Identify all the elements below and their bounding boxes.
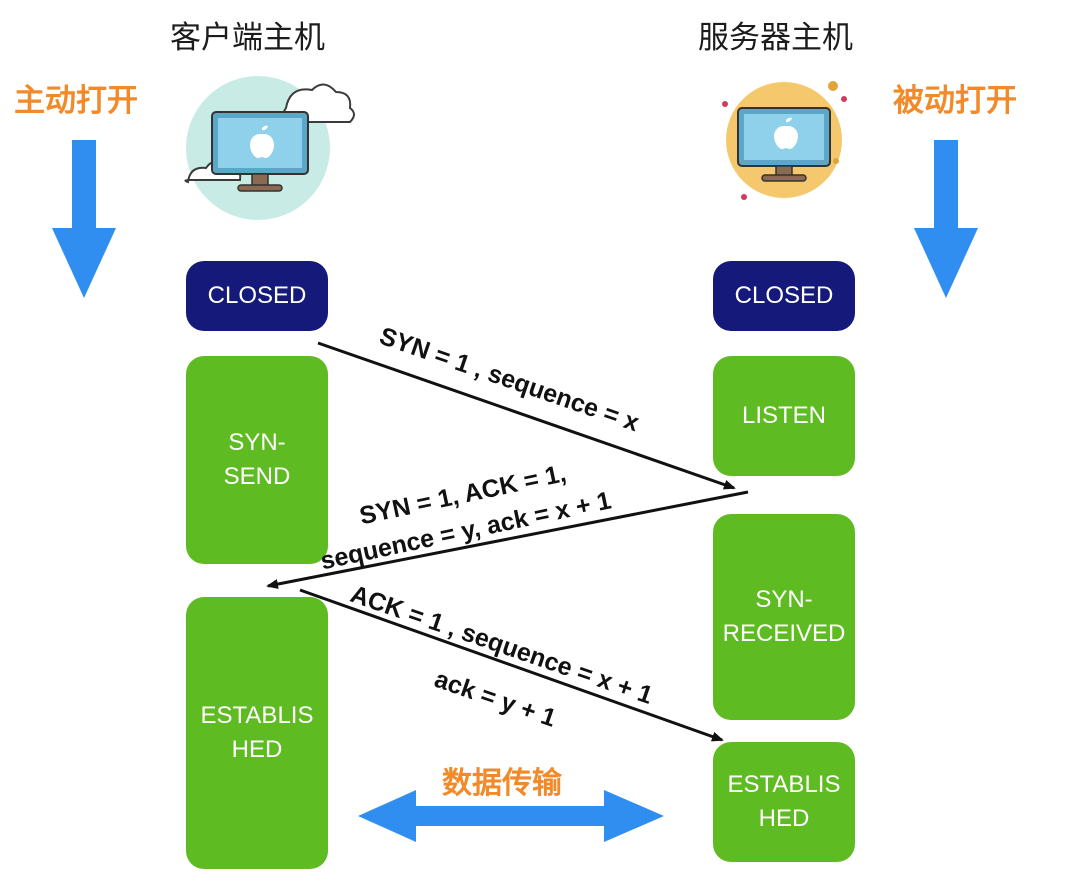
server-state-established: ESTABLIS HED	[713, 742, 855, 862]
server-state-syn-received-label: SYN- RECEIVED	[722, 586, 846, 647]
client-state-syn-send: SYN- SEND	[186, 356, 328, 564]
server-state-listen: LISTEN	[713, 356, 855, 476]
computer-sun-icon	[722, 81, 847, 200]
client-state-closed: CLOSED	[186, 261, 328, 331]
ack-arrow	[299, 588, 724, 742]
server-host-title: 服务器主机	[698, 20, 853, 56]
active-open-label: 主动打开	[14, 83, 138, 119]
client-host-title: 客户端主机	[170, 20, 325, 56]
server-state-syn-received: SYN- RECEIVED	[713, 514, 855, 720]
active-open-down-arrow-icon	[52, 140, 116, 298]
client-state-established: ESTABLIS HED	[186, 597, 328, 869]
computer-cloud-icon	[184, 76, 355, 220]
server-state-closed: CLOSED	[713, 261, 855, 331]
passive-open-label: 被动打开	[893, 83, 1017, 119]
client-state-established-label: ESTABLIS HED	[200, 702, 314, 763]
server-state-closed-label: CLOSED	[734, 282, 834, 309]
server-state-listen-label: LISTEN	[741, 402, 827, 429]
client-state-syn-send-label: SYN- SEND	[223, 429, 291, 490]
syn-ack-arrow	[266, 490, 749, 589]
data-transfer-double-arrow-icon	[358, 790, 664, 842]
syn-arrow	[317, 341, 736, 490]
client-state-closed-label: CLOSED	[207, 282, 307, 309]
passive-open-down-arrow-icon	[914, 140, 978, 298]
data-transfer-label: 数据传输	[442, 766, 562, 801]
server-state-established-label: ESTABLIS HED	[727, 771, 841, 832]
